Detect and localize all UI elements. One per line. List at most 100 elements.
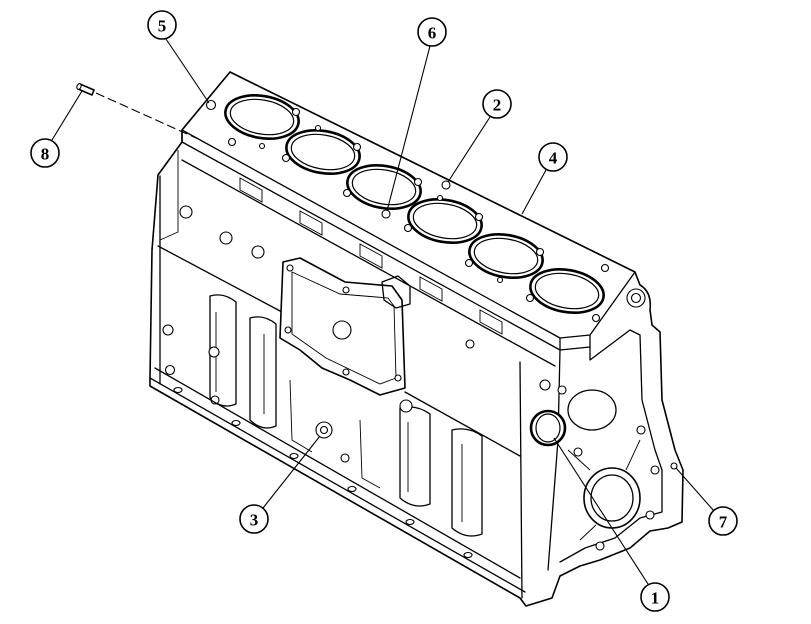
rear-face-boss (162, 324, 174, 336)
rear-face-boss (219, 231, 233, 245)
side-pocket (419, 276, 443, 302)
rail-hole (405, 518, 415, 526)
callout-4-ring (538, 142, 568, 172)
callout-8: 8 (30, 90, 83, 168)
flange-hole (636, 425, 646, 435)
crankcase-line (157, 245, 283, 313)
callout-2-ring (482, 89, 512, 119)
flange-hole (650, 465, 660, 475)
deck-hole (591, 313, 601, 323)
callout-8-ring (30, 138, 60, 168)
cooler-plate-hole (342, 286, 350, 294)
callout-7-label: 7 (719, 513, 728, 532)
crankcase-line (404, 391, 521, 457)
callout-2-leader (447, 116, 491, 183)
callout-6-leader (386, 45, 431, 212)
callout-7-leader (675, 467, 715, 512)
deck-hole (291, 107, 301, 117)
dowel-pin-end (76, 83, 82, 90)
side-boss (399, 399, 413, 413)
side-plug-center (319, 425, 329, 435)
callout-1: 1 (553, 437, 670, 612)
oil-pan-rail-holes (173, 386, 473, 559)
callout-4-leader (521, 169, 547, 215)
side-upper-ledge (181, 159, 556, 367)
flange-hole (645, 510, 655, 520)
callout-5-ring (147, 10, 177, 40)
deck-hole (600, 263, 610, 273)
callout-5-label: 5 (158, 17, 167, 36)
callout-6-ring (417, 17, 447, 47)
callout-4-label: 4 (549, 149, 558, 168)
callout-7-ring (708, 506, 738, 536)
deck-hole (535, 247, 545, 257)
deck-hole (436, 194, 444, 202)
deck-hole (281, 153, 291, 163)
callout-1-label: 1 (651, 589, 660, 608)
cooler-plate-boss (381, 275, 411, 309)
rail-hole (289, 452, 299, 460)
cylinder-bore-2-liner (290, 133, 356, 171)
gear-housing-ear-hole (630, 292, 642, 304)
deck-bolt-holes (227, 107, 610, 323)
deck-hole (314, 124, 322, 132)
callout-3-ring (239, 504, 269, 534)
callout-7: 7 (675, 467, 738, 536)
cylinder-bulge (249, 316, 277, 429)
rail-hole (173, 386, 183, 394)
deck-hole (227, 137, 237, 147)
gear-housing-flange (559, 329, 663, 563)
callout-6: 6 (386, 17, 447, 212)
rear-face-boss (164, 364, 176, 376)
cylinder-bore-1-liner (229, 98, 295, 136)
flange-hole (539, 379, 551, 391)
engine-block-drawing (76, 71, 684, 607)
rear-face-boss (251, 245, 265, 259)
deck-hole (413, 177, 423, 187)
side-face-right-edge (519, 361, 523, 599)
coolant-passage-hole (381, 209, 391, 219)
cylinder-bore-4-liner (412, 202, 478, 240)
cooler-plate-port (332, 320, 352, 340)
dowel-pin-install-path (95, 92, 197, 139)
cooler-plate-hole (342, 368, 350, 376)
side-boss (208, 346, 220, 358)
callout-8-leader (51, 90, 83, 141)
crankshaft-opening-inner (590, 474, 634, 522)
side-pocket (299, 210, 323, 236)
camshaft-bore (529, 409, 567, 447)
callout-8-label: 8 (41, 145, 50, 164)
flange-hole (595, 541, 605, 551)
rear-face-ledge (159, 150, 179, 241)
cylinder-bore-6-liner (534, 272, 600, 310)
cylinder-bore-5-liner (473, 237, 539, 275)
cylinder-bore-2 (285, 129, 361, 175)
cylinder-bores (224, 94, 605, 314)
flange-hole (573, 447, 583, 457)
deck-hole (474, 212, 484, 222)
callout-4: 4 (521, 142, 568, 215)
block-outline (149, 71, 684, 607)
cylinder-bulge (451, 428, 483, 537)
cooler-plate-hole (394, 374, 402, 382)
deck-hole (352, 142, 362, 152)
callout-3-label: 3 (250, 511, 259, 530)
cooler-plate-hole (284, 326, 292, 334)
rail-hole (347, 485, 357, 493)
flange-hole (670, 462, 678, 470)
deck-hole (464, 258, 474, 268)
callout-1-leader (553, 437, 649, 585)
rail-hole (231, 419, 241, 427)
deck-top-surface (181, 71, 636, 339)
callout-6-label: 6 (428, 24, 437, 43)
side-boss (340, 453, 350, 463)
front-face-boss (567, 389, 617, 431)
callout-2-label: 2 (493, 96, 502, 115)
cylinder-bore-1 (224, 94, 300, 140)
cylinder-bore-4 (407, 198, 483, 244)
oil-pan-rail-bottom (149, 377, 526, 593)
callout-2: 2 (447, 89, 512, 183)
oil-pan-rail-top (154, 367, 521, 579)
flange-hole (557, 385, 567, 395)
